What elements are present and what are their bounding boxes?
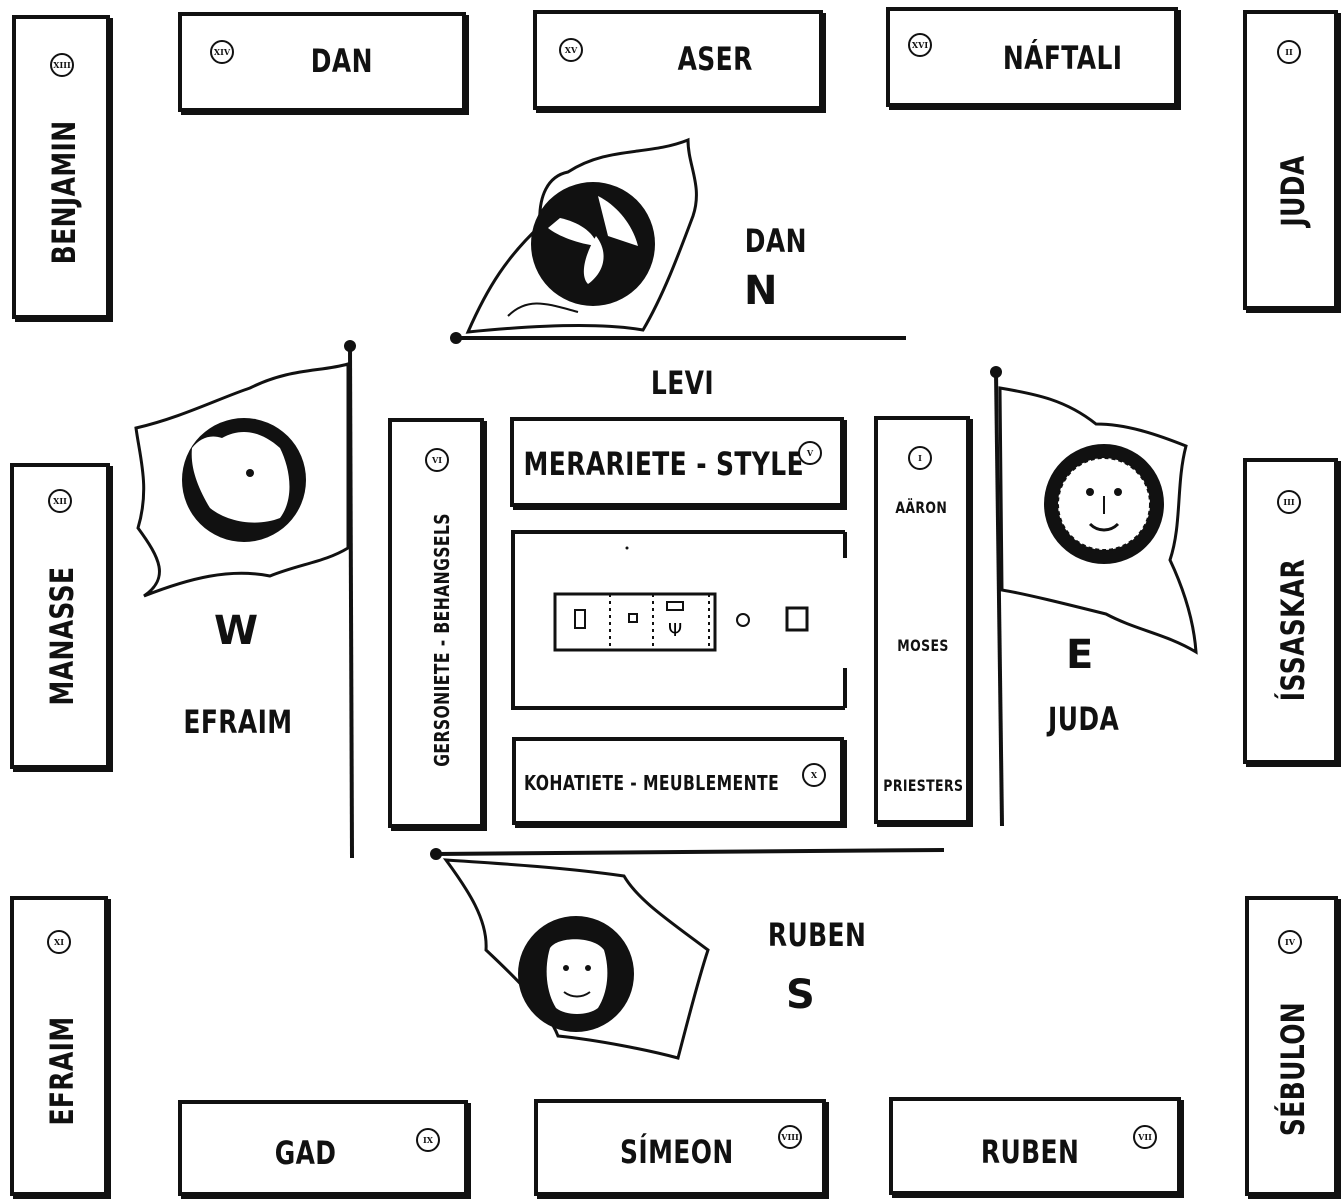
gersoniete-box: VI GERSONIETE - BEHANGSELS	[388, 418, 484, 828]
tribe-number-benjamin: XIII	[50, 53, 74, 77]
tribe-box-naftali: XVI NÁFTALI	[886, 7, 1178, 107]
tribe-number-juda: II	[1277, 40, 1301, 64]
camp-west-leader: EFRAIM	[183, 703, 293, 741]
kohatiete-label: KOHATIETE - MEUBLEMENTE	[523, 771, 780, 795]
tribe-number-naftali: XVI	[908, 33, 932, 57]
camp-north-direction: N	[744, 268, 778, 314]
tribe-number-gad: IX	[416, 1128, 440, 1152]
flag-east	[990, 366, 1198, 827]
tribe-name-dan: DAN	[310, 42, 373, 80]
tribe-number-simeon: VIII	[778, 1125, 802, 1149]
tribe-name-manasse: MANASSE	[43, 566, 81, 706]
tribe-box-dan: XIV DAN	[178, 12, 466, 112]
kohatiete-box: KOHATIETE - MEUBLEMENTE X	[512, 737, 844, 825]
priests-number: I	[908, 446, 932, 470]
tabernacle-courtyard: Ψ	[511, 530, 847, 710]
tribe-name-efraim: EFRAIM	[43, 1016, 81, 1126]
camp-west-direction: W	[214, 608, 259, 654]
merariete-label: MERARIETE - STYLE	[523, 445, 805, 483]
tribe-number-sebulon: IV	[1278, 930, 1302, 954]
gersoniete-number: VI	[425, 448, 449, 472]
camp-south-leader: RUBEN	[767, 916, 867, 954]
priests-aaron: AÄRON	[895, 498, 948, 517]
flag-west	[134, 340, 356, 859]
tribe-box-efraim: XI EFRAIM	[10, 896, 108, 1196]
tribe-name-aser: ASER	[677, 40, 753, 78]
camp-north-leader: DAN	[744, 222, 807, 260]
tribe-name-simeon: SÍMEON	[620, 1133, 734, 1171]
tribe-box-manasse: XII MANASSE	[10, 463, 110, 769]
tribe-name-ruben: RUBEN	[980, 1133, 1080, 1171]
flag-south	[430, 848, 945, 1060]
tribe-number-dan: XIV	[210, 40, 234, 64]
tribe-box-ruben: VII RUBEN	[889, 1097, 1181, 1195]
camp-south-direction: S	[786, 972, 815, 1018]
tribe-number-efraim: XI	[47, 930, 71, 954]
eagle-icon	[548, 196, 638, 284]
man-icon	[546, 939, 608, 1014]
lion-icon	[1057, 457, 1151, 551]
tribe-number-ruben: VII	[1133, 1125, 1157, 1149]
tribe-box-juda: II JUDA	[1243, 10, 1338, 310]
tribe-box-issaskar: III ÍSSASKAR	[1243, 458, 1338, 764]
tribe-number-aser: XV	[559, 38, 583, 62]
tribe-name-issaskar: ÍSSASKAR	[1274, 558, 1312, 702]
tribe-name-gad: GAD	[274, 1134, 337, 1172]
priests-priesters: PRIESTERS	[883, 776, 964, 795]
camp-east-leader: JUDA	[1048, 700, 1120, 738]
tribe-number-manasse: XII	[48, 489, 72, 513]
svg-text:Ψ: Ψ	[668, 620, 682, 641]
merariete-box: MERARIETE - STYLE V	[510, 417, 844, 507]
priests-moses: MOSES	[897, 636, 949, 655]
flag-north	[450, 137, 906, 344]
tribe-name-benjamin: BENJAMIN	[45, 120, 83, 265]
tribe-name-naftali: NÁFTALI	[1002, 39, 1123, 77]
gersoniete-label: GERSONIETE - BEHANGSELS	[430, 513, 454, 767]
tribe-box-simeon: VIII SÍMEON	[534, 1099, 826, 1196]
tribe-box-benjamin: XIII BENJAMIN	[12, 15, 110, 319]
tribe-box-aser: XV ASER	[533, 10, 823, 110]
tribe-name-juda: JUDA	[1274, 155, 1312, 227]
bull-icon	[191, 432, 290, 523]
priests-box: I AÄRON MOSES PRIESTERS	[874, 416, 970, 824]
camp-east-direction: E	[1066, 632, 1094, 678]
tribe-box-sebulon: IV SÉBULON	[1245, 896, 1338, 1196]
kohatiete-number: X	[802, 763, 826, 787]
levi-title: LEVI	[650, 364, 715, 402]
tribe-number-issaskar: III	[1277, 490, 1301, 514]
tribe-box-gad: IX GAD	[178, 1100, 468, 1196]
merariete-number: V	[798, 441, 822, 465]
tribe-name-sebulon: SÉBULON	[1274, 1001, 1312, 1137]
